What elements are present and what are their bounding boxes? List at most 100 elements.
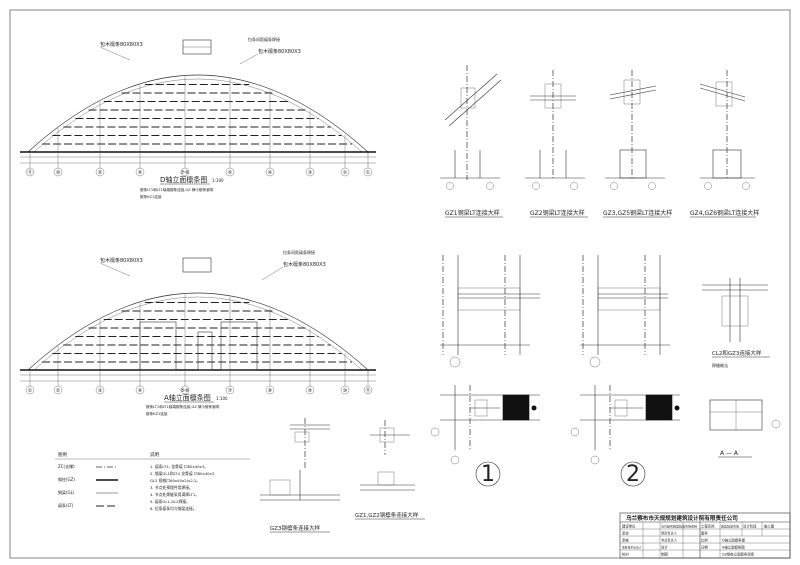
axis-label: ⑩ xyxy=(56,170,61,176)
axis-bubble xyxy=(53,385,63,395)
elevation-a-note-1: 檩条LT1和LT1轴端檩条连接,GZ 牌小檩条钢带 xyxy=(146,404,220,409)
tb-drawing-title-1: D轴立面檩条图 xyxy=(722,538,746,543)
detail-gz3-purlin-label: GZ3钢檩条连接大样 xyxy=(270,524,321,532)
callout-right: 包木檩条80X80X3 xyxy=(283,261,326,268)
purlin-lines xyxy=(42,301,352,363)
axis-label: ⑤ xyxy=(228,170,232,176)
axis-bubble xyxy=(25,385,35,395)
purlin-lines xyxy=(42,83,352,145)
axis-bubble xyxy=(340,167,350,177)
axis-bubble xyxy=(265,167,275,177)
detail-2-elevation xyxy=(580,255,670,368)
axis-bubble xyxy=(95,385,105,395)
tb-row1-mid: 乌兰察布蔬菜批发市场项目 xyxy=(661,524,697,529)
detail-cl2-gz3: CL2和GZ3连接大样 焊缝做法 xyxy=(702,278,770,368)
axis-bubble xyxy=(135,385,145,395)
legend-code-2: 钢柱(GZ) xyxy=(58,476,75,482)
callout-right-top: 拉条间距檩条焊接 xyxy=(248,36,280,42)
elevation-a-title: A轴立面檩条图 xyxy=(164,393,211,402)
axis-label: ① xyxy=(366,170,371,176)
detail-gz2-label: GZ2钢梁LT连接大样 xyxy=(530,209,585,217)
detail-gz12-purlin-label: GZ1,GZ2钢檩条连接大样 xyxy=(355,511,419,519)
axis-label: ② xyxy=(343,170,348,176)
tb-row2-right: 图号 xyxy=(701,531,708,536)
legend-note: 6. 拉条檩条均与钢梁连接。 xyxy=(150,506,197,511)
legend-note: 1. 檩条LT1: 龙骨檩 口80x40x3。 xyxy=(150,464,208,469)
tb-row2-left: 审定 xyxy=(622,531,629,536)
detail-gz4-gz6: GZ4,GZ6钢梁LT连接大样 xyxy=(690,70,759,218)
detail-number-2: 2 xyxy=(626,462,640,487)
column-lines xyxy=(29,76,369,155)
sheet-border xyxy=(9,9,791,559)
detail-gz1-label: GZ1钢梁LT连接大样 xyxy=(445,209,500,217)
callout-left: 包木檩条80X80X3 xyxy=(100,257,143,264)
tb-row1-right-b: 蔬菜批发市场 xyxy=(721,524,739,529)
callout-left: 包木檩条80X80X3 xyxy=(100,41,143,48)
detail-cl2-sub: 焊缝做法 xyxy=(712,362,728,368)
legend-code-3: 钢梁(GL) xyxy=(58,489,75,495)
axis-label: ⑨ xyxy=(98,170,102,176)
elevation-d-note-2: 檩条KZ1连接 xyxy=(140,194,162,199)
axis-bubble xyxy=(180,167,190,177)
legend: 图例 说明 ZC(支撑) 钢柱(GZ) 钢梁(GL) 檩条(LT) 1. 檩条L… xyxy=(55,451,250,511)
axis-label: ⑩ xyxy=(343,388,348,394)
tb-row1-right-a: 工程名称 xyxy=(701,524,715,529)
tb-row1-left: 建设单位 xyxy=(622,524,636,529)
callout-right-top: 拉条间距檩条焊接 xyxy=(283,249,315,255)
axis-bubble xyxy=(340,385,350,395)
legend-note: 2. 钢梁GL1和LT4 龙骨檩 口80x40x3, xyxy=(150,471,215,476)
tb-row4-left: 项目技术负责人 xyxy=(622,546,642,550)
detail-2-plan: 2 xyxy=(570,385,680,487)
detail-gz3-purlin: GZ3钢檩条连接大样 xyxy=(260,418,340,533)
detail-gz1-gz2-purlin: GZ1,GZ2钢檩条连接大样 xyxy=(355,420,425,520)
tb-row5-mid: 制图 xyxy=(661,552,668,557)
detail-1-plan: 1 xyxy=(430,385,540,487)
tb-row3-left: 审核 xyxy=(622,538,629,543)
axis-bubble xyxy=(225,385,235,395)
axis-label: ① xyxy=(28,388,33,394)
axis-label: ⑪ xyxy=(27,169,32,176)
legend-header-right: 说明 xyxy=(150,451,159,458)
axis-label: ⑪ xyxy=(365,387,370,394)
axis-bubble xyxy=(180,385,190,395)
detail-number-1: 1 xyxy=(481,462,495,487)
axis-label: ⑧ xyxy=(138,170,143,176)
elevation-a-scale: 1:100 xyxy=(216,396,228,401)
axis-bubble xyxy=(363,167,373,177)
axis-label: ⑦ xyxy=(228,388,233,394)
detail-gz3-gz5: GZ3,GZ5钢梁LT连接大样 xyxy=(603,70,672,218)
title-company: 乌兰察布市天规规划建筑设计院有限责任公司 xyxy=(626,514,738,522)
detail-gz1: GZ1钢梁LT连接大样 xyxy=(440,65,503,218)
axis-bubble xyxy=(53,167,63,177)
axis-bubble xyxy=(225,167,235,177)
axis-label: ④ xyxy=(138,388,143,394)
axis-bubble xyxy=(363,385,373,395)
tb-row5-left: 校对 xyxy=(622,552,629,557)
title-block: 乌兰察布市天规规划建筑设计院有限责任公司 建设单位 乌兰察布蔬菜批发市场项目 工… xyxy=(619,512,791,559)
axis-label: ⑤⑥ xyxy=(181,388,190,394)
legend-note: 4. 节点处焊缝采用满焊LT1。 xyxy=(150,492,199,497)
tb-drawing-title-3: GZ钢柱立面檩条连接 xyxy=(722,552,755,557)
tb-row2-mid: 项目负责人 xyxy=(661,531,678,536)
elevation-d-scale: 1:100 xyxy=(212,178,224,183)
axis-label: ⑧ xyxy=(268,388,273,394)
axis-bubble xyxy=(265,385,275,395)
legend-note: GL2 规格口60x40x2(x2.2。 xyxy=(150,478,200,483)
legend-code-4: 檩条(LT) xyxy=(58,502,74,508)
tb-row1-right-d: 施工图 xyxy=(764,524,775,529)
elevation-a-note-2: 檩条KZ1连接 xyxy=(146,411,168,416)
detail-1-elevation xyxy=(440,255,540,368)
tb-row3-mid: 专业负责人 xyxy=(661,538,678,543)
legend-note: 3. 节点处预埋件用焊接。 xyxy=(150,485,193,490)
detail-gz3-label: GZ3,GZ5钢梁LT连接大样 xyxy=(603,209,672,217)
axis-label: ② xyxy=(56,388,61,394)
tb-row4-mid: 设计 xyxy=(661,545,668,550)
axis-bubble xyxy=(135,167,145,177)
callout-right: 包木檩条80X80X3 xyxy=(258,48,301,55)
section-aa: A — A xyxy=(709,399,781,458)
